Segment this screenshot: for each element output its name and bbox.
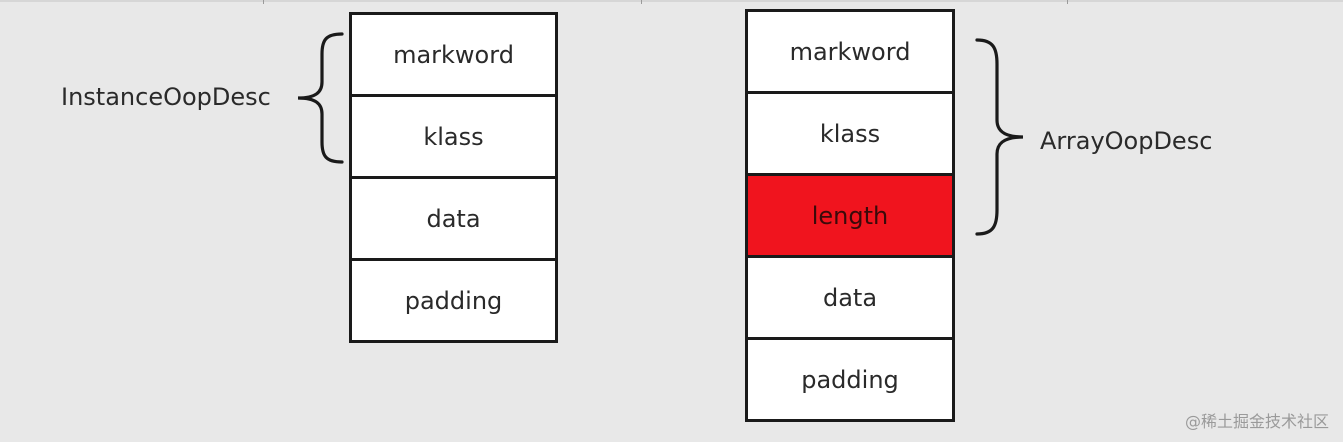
instance-cell-klass: klass: [352, 94, 555, 176]
array-cell-klass: klass: [748, 91, 952, 173]
top-edge-tick: [1067, 0, 1068, 4]
top-edge-tick: [263, 0, 264, 4]
array-cell-data: data: [748, 255, 952, 337]
instance-cell-padding: padding: [352, 258, 555, 340]
instance-oop-desc-label: InstanceOopDesc: [61, 83, 271, 111]
array-oop-desc-label: ArrayOopDesc: [1040, 127, 1212, 155]
watermark-text: @稀土掘金技术社区: [1185, 408, 1329, 432]
array-cell-padding-text: padding: [801, 366, 899, 394]
instance-cell-klass-text: klass: [423, 123, 483, 151]
top-edge-tick: [641, 0, 642, 4]
instance-cell-padding-text: padding: [405, 287, 503, 315]
array-cell-data-text: data: [823, 284, 877, 312]
array-cell-markword-text: markword: [790, 38, 911, 66]
array-cell-padding: padding: [748, 337, 952, 419]
right-curly-brace: [973, 38, 1029, 236]
instance-cell-data-text: data: [426, 205, 480, 233]
array-cell-markword: markword: [748, 12, 952, 91]
top-edge-line: [0, 0, 1343, 2]
array-cell-length: length: [748, 173, 952, 255]
instance-cell-data: data: [352, 176, 555, 258]
instance-cell-markword: markword: [352, 15, 555, 94]
instance-cell-markword-text: markword: [393, 41, 514, 69]
left-curly-brace: [292, 32, 346, 164]
array-oop-desc-stack: markword klass length data padding: [745, 9, 955, 422]
instance-oop-desc-stack: markword klass data padding: [349, 12, 558, 343]
array-cell-length-text: length: [812, 202, 889, 230]
array-cell-klass-text: klass: [820, 120, 880, 148]
